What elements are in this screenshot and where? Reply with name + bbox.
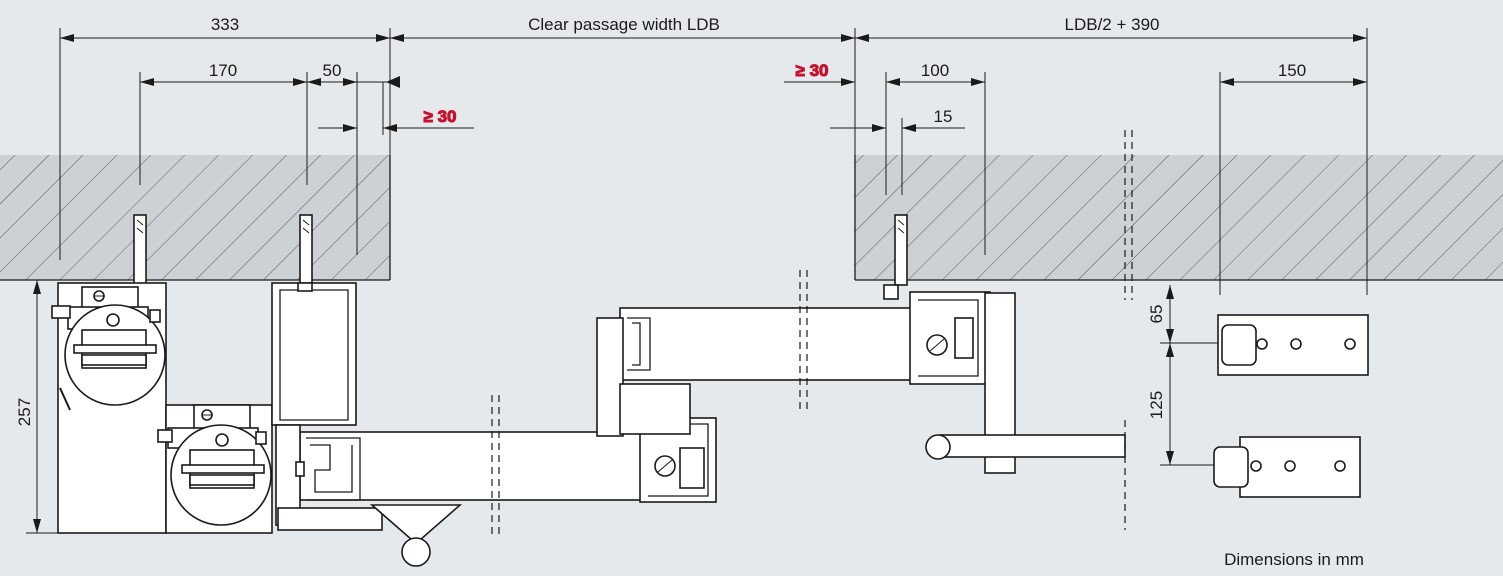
- dimension-150: 150: [1220, 61, 1367, 86]
- wall-left: [0, 155, 390, 280]
- dim-label-170: 170: [209, 61, 237, 80]
- drive-housing: [51, 282, 273, 534]
- dim-label-min30-right: ≥ 30: [796, 61, 829, 80]
- pivot-knob: [369, 504, 463, 567]
- dim-label-125: 125: [1147, 391, 1166, 419]
- dimension-65: 65: [1147, 285, 1218, 344]
- door-arm-lower: [275, 417, 717, 531]
- wall-anchor: [299, 214, 313, 286]
- handle-bar: [925, 420, 1126, 530]
- mounting-profile: [271, 282, 357, 426]
- dimension-min30-right: ≥ 30: [784, 61, 985, 86]
- dimension-15: 15: [830, 107, 965, 132]
- dimension-333: 333: [60, 15, 390, 42]
- dim-label-min30-left: ≥ 30: [424, 107, 457, 126]
- wall-anchor: [894, 214, 908, 286]
- dim-label-ldb-half: LDB/2 + 390: [1065, 15, 1160, 34]
- dim-label-clear-passage: Clear passage width LDB: [528, 15, 720, 34]
- dimension-100: 100: [921, 61, 949, 80]
- dim-label-15: 15: [934, 107, 953, 126]
- dimension-min30-left: ≥ 30: [318, 107, 474, 132]
- dim-label-333: 333: [211, 15, 239, 34]
- dim-label-50: 50: [323, 61, 342, 80]
- dim-label-257: 257: [15, 398, 34, 426]
- end-stop-bracket: [1213, 436, 1361, 498]
- dimension-clear-passage: Clear passage width LDB: [390, 15, 855, 42]
- dimension-50: 50: [307, 61, 400, 88]
- door-arm-upper: [596, 284, 1016, 474]
- wall-break-mark: [1124, 130, 1133, 300]
- dim-label-150: 150: [1278, 61, 1306, 80]
- dimension-125: 125: [1147, 343, 1218, 466]
- wall-anchor: [133, 214, 147, 286]
- extension-lines: [59, 28, 1368, 295]
- dimension-170: 170: [140, 61, 307, 86]
- footer-note: Dimensions in mm: [1224, 550, 1364, 569]
- wall-right: [855, 155, 1503, 280]
- dimension-257: 257: [15, 279, 60, 534]
- dim-label-65: 65: [1147, 305, 1166, 324]
- dim-label-100: 100: [921, 61, 949, 80]
- end-stop-bracket: [1217, 314, 1369, 376]
- dimension-ldb-half: LDB/2 + 390: [855, 15, 1367, 42]
